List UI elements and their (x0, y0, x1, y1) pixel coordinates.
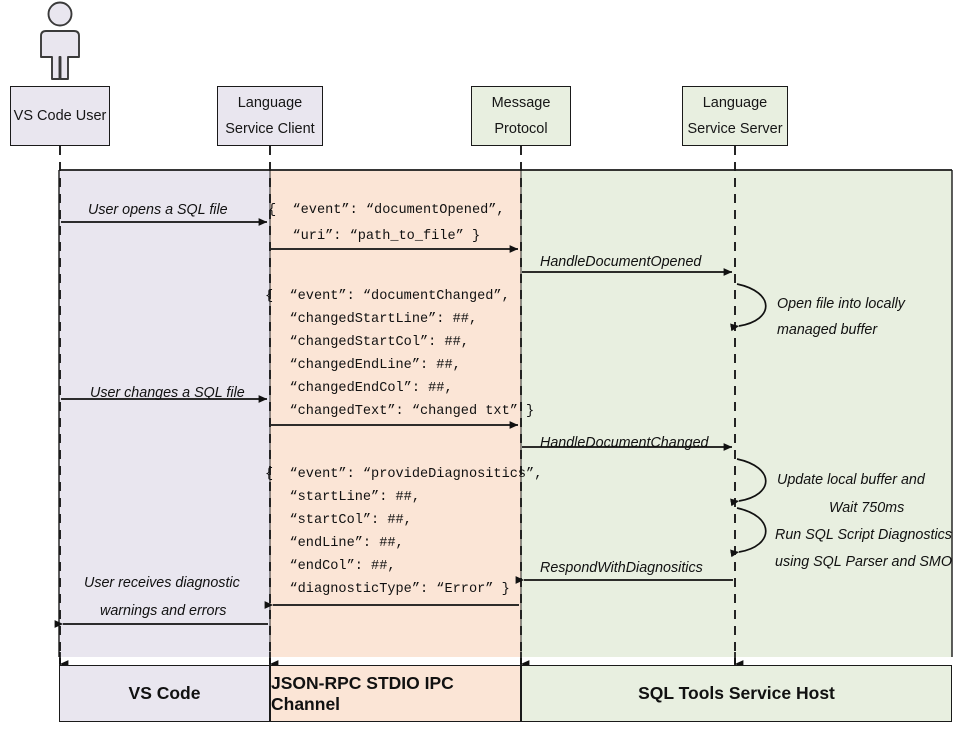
json-line: { “event”: “documentOpened”, (268, 203, 505, 218)
participant-language-service-client-line1: Language (237, 95, 303, 111)
json-line: “diagnosticType”: “Error” } (265, 582, 510, 597)
json-line: “endLine”: ##, (265, 536, 404, 551)
json-line: “changedStartLine”: ##, (265, 312, 478, 327)
participant-message-protocol[interactable]: Message Protocol (471, 86, 571, 146)
selfloop-run-diagnostics (730, 507, 767, 558)
selfloop-update-buffer (730, 458, 767, 507)
footer-sql-tools[interactable]: SQL Tools Service Host (521, 665, 952, 722)
note-line: using SQL Parser and SMO (775, 554, 952, 570)
json-line: “uri”: “path_to_file” } (268, 229, 481, 244)
label-handle-document-changed: HandleDocumentChanged (540, 435, 709, 451)
json-line: “startCol”: ##, (265, 513, 412, 528)
label-handle-document-opened: HandleDocumentOpened (540, 254, 702, 270)
footer-vs-code[interactable]: VS Code (59, 665, 270, 722)
note-line: Run SQL Script Diagnostics (775, 527, 952, 543)
participant-message-protocol-line1: Message (491, 95, 551, 111)
label-user-changes-file: User changes a SQL file (90, 385, 245, 401)
footer-sql-tools-label: SQL Tools Service Host (638, 683, 835, 703)
footer-json-rpc-label: JSON-RPC STDIO IPC Channel (271, 672, 454, 714)
footer-json-rpc[interactable]: JSON-RPC STDIO IPC Channel (270, 665, 521, 722)
footer-vs-code-label: VS Code (128, 683, 201, 703)
label-user-receives-diagnostics-line2: warnings and errors (100, 603, 227, 619)
note-line: Wait 750ms (829, 500, 905, 516)
band-sql-tools (521, 170, 952, 657)
label-user-receives-diagnostics-line1: User receives diagnostic (84, 575, 240, 591)
participant-language-service-server[interactable]: Language Service Server (682, 86, 788, 146)
json-line: “endCol”: ##, (265, 559, 396, 574)
note-line: managed buffer (777, 322, 878, 338)
band-vs-code (59, 170, 270, 657)
selfloop-open-file (730, 283, 767, 332)
participant-language-service-client-line2: Service Client (225, 121, 315, 137)
note-line: Update local buffer and (777, 472, 925, 488)
json-line: “changedText”: “changed txt” } (265, 404, 535, 419)
participant-language-service-client[interactable]: Language Service Client (217, 86, 323, 146)
label-respond-with-diagnostics: RespondWithDiagnositics (540, 560, 703, 576)
json-line: “startLine”: ##, (265, 490, 420, 505)
participant-language-service-server-line1: Language (702, 95, 768, 111)
participant-message-protocol-line2: Protocol (494, 121, 548, 137)
participant-language-service-server-line2: Service Server (687, 121, 783, 137)
label-user-opens-file: User opens a SQL file (88, 202, 228, 218)
json-line: { “event”: “provideDiagnositics”, (265, 467, 543, 482)
person-icon (40, 1, 80, 80)
band-json-rpc (270, 170, 521, 657)
json-line: “changedEndLine”: ##, (265, 358, 461, 373)
note-line: Open file into locally (777, 296, 905, 312)
participant-vscode-user[interactable]: VS Code User (10, 86, 110, 146)
json-line: “changedEndCol”: ##, (265, 381, 453, 396)
json-line: { “event”: “documentChanged”, (265, 289, 510, 304)
json-line: “changedStartCol”: ##, (265, 335, 469, 350)
participant-vscode-user-line1: VS Code User (13, 108, 107, 124)
